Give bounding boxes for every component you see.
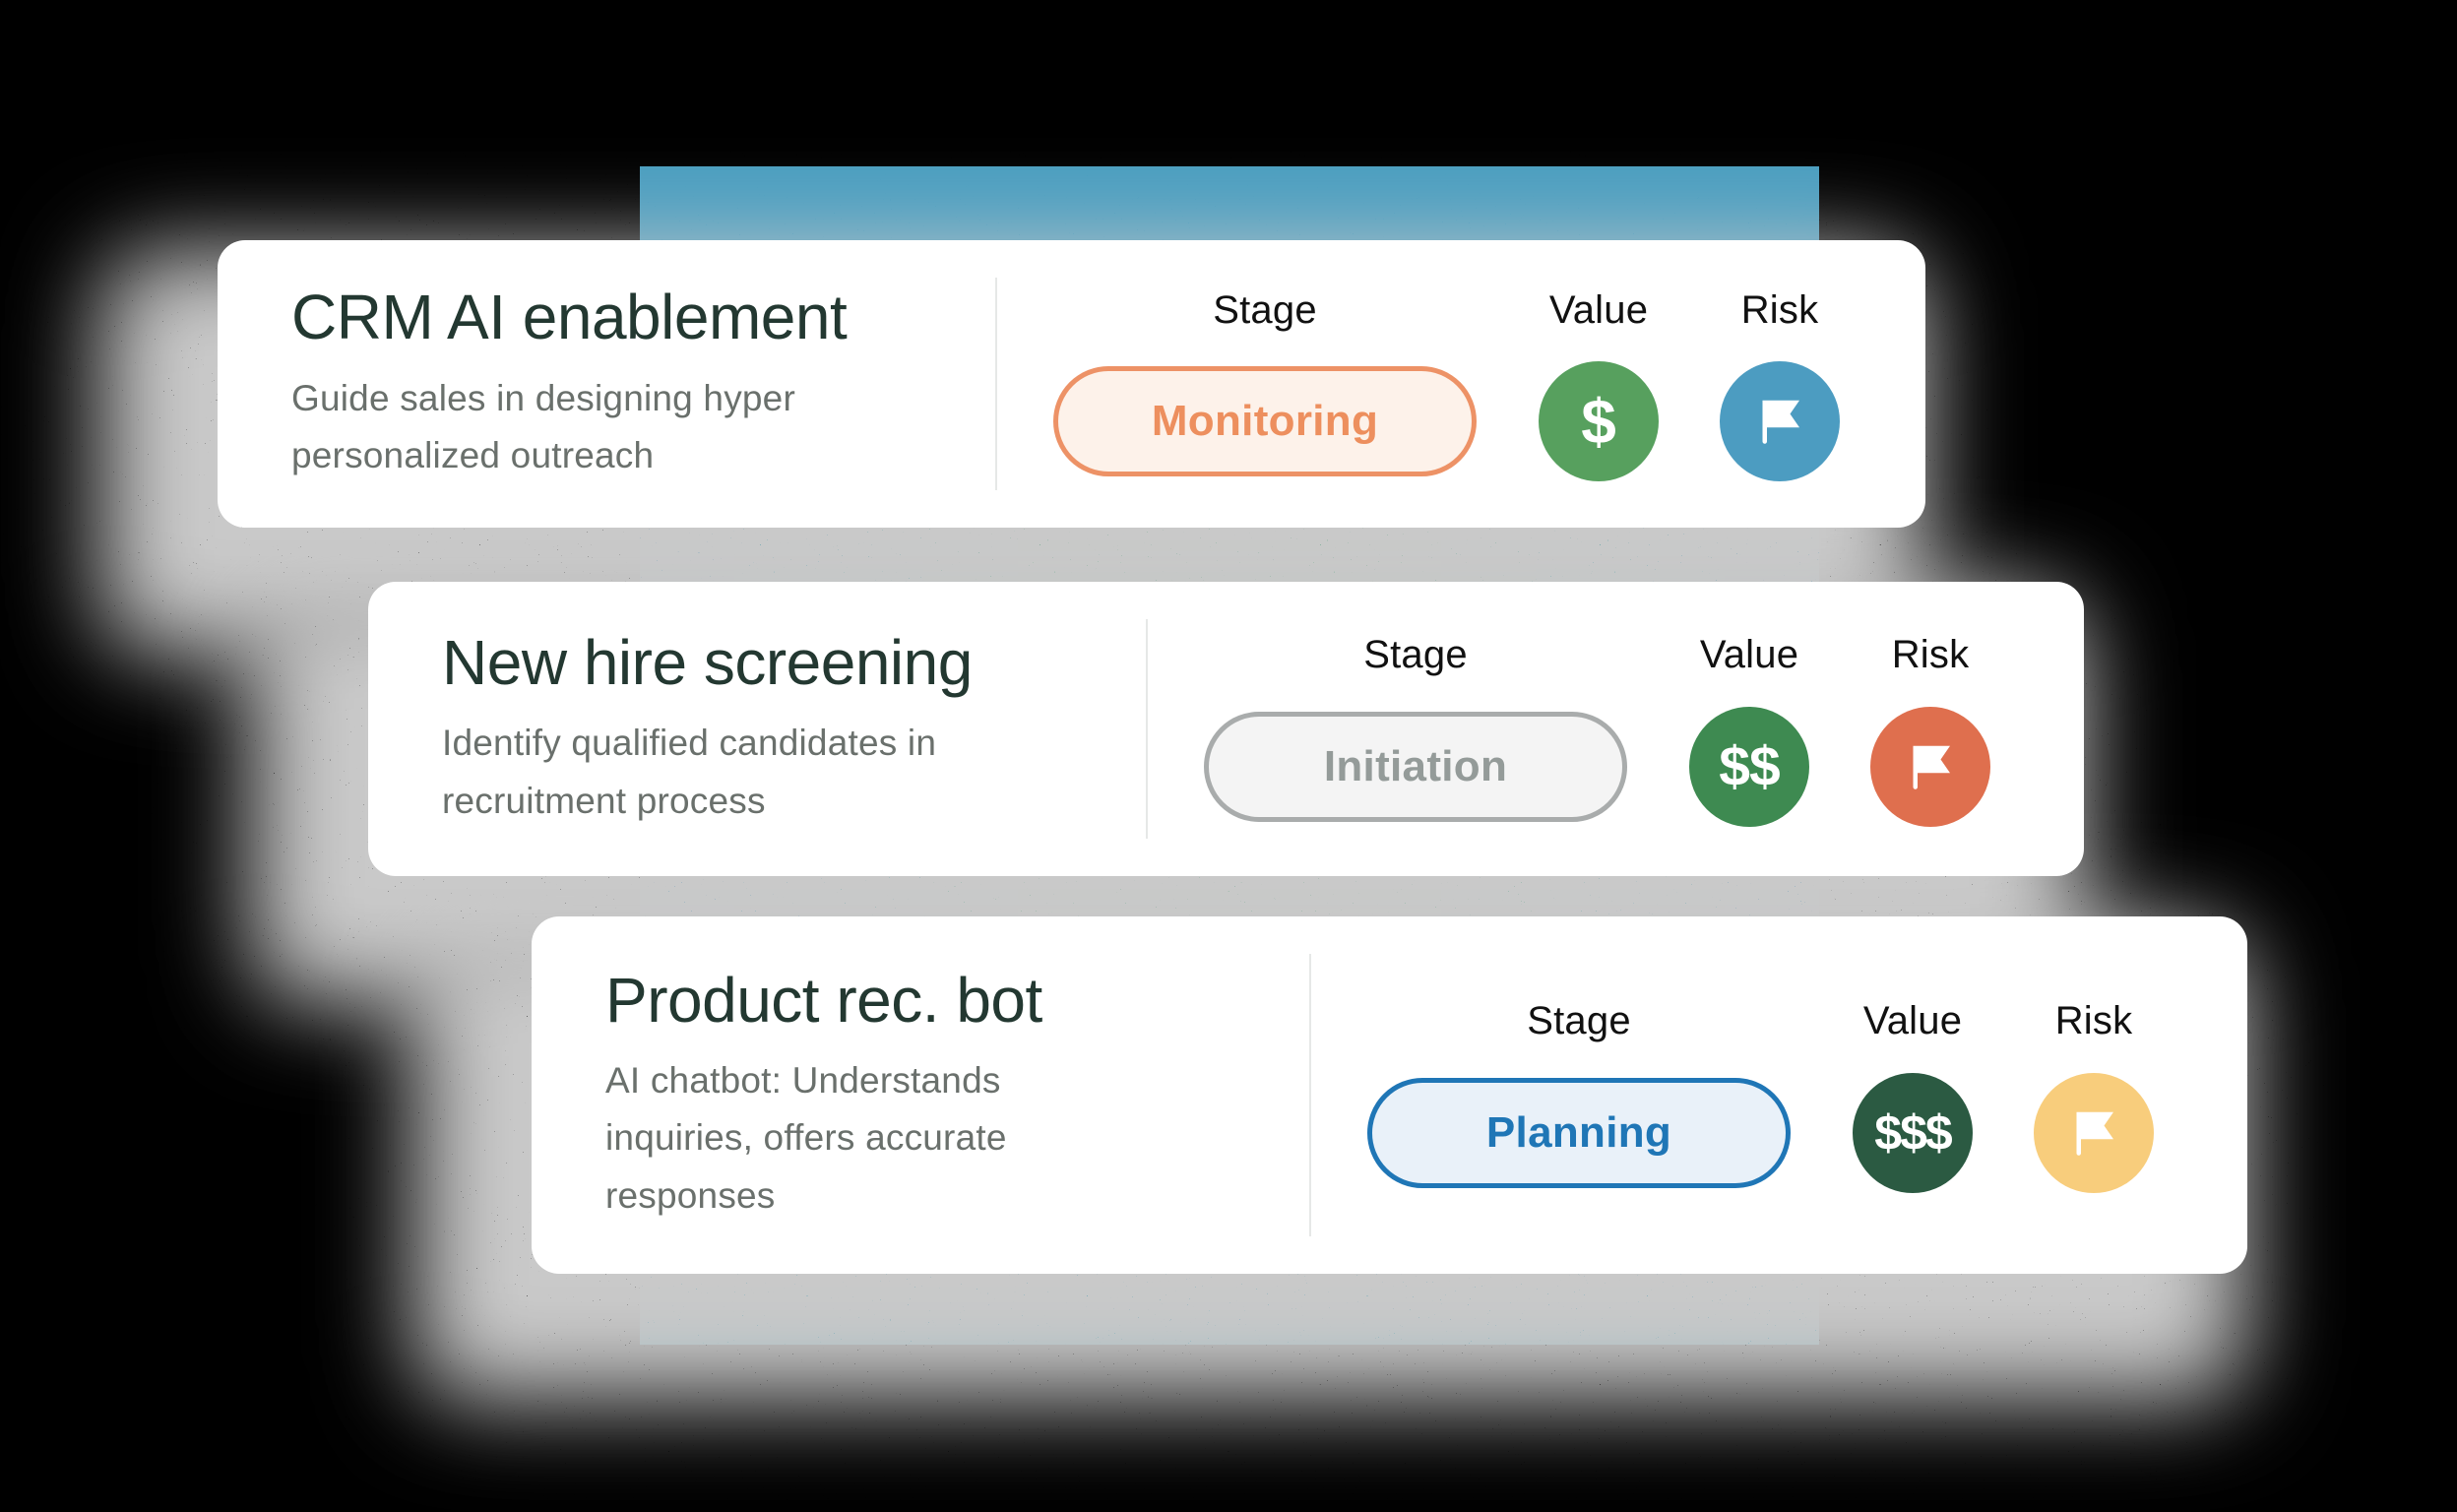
card-text-block: CRM AI enablement Guide sales in designi… — [291, 240, 921, 528]
card-metrics: Stage Value Risk Initiation $$ — [1199, 582, 1994, 876]
card-description: AI chatbot: Understands inquiries, offer… — [605, 1060, 1007, 1216]
stage-column-label: Stage — [1363, 633, 1468, 676]
stage-column-label: Stage — [1527, 999, 1631, 1042]
risk-column-label: Risk — [1740, 287, 1819, 332]
value-column-label: Value — [1548, 287, 1649, 332]
stage-badge: Monitoring — [1053, 366, 1477, 476]
value-badge: $$$ — [1853, 1072, 1973, 1193]
card-description: Guide sales in designing hyper personali… — [291, 377, 795, 476]
risk-badge — [1720, 361, 1840, 481]
card-metrics: Stage Value Risk Monitoring $ — [1048, 240, 1844, 528]
flag-icon — [1913, 745, 1950, 789]
vertical-divider — [1146, 619, 1148, 839]
vertical-divider — [995, 278, 997, 490]
card-title: New hire screening — [442, 626, 973, 698]
risk-badge — [2034, 1072, 2154, 1193]
value-badge: $$ — [1689, 706, 1809, 827]
risk-column-label: Risk — [2054, 999, 2133, 1042]
flag-icon — [2076, 1111, 2113, 1156]
value-badge: $ — [1539, 361, 1659, 481]
value-column-label: Value — [1862, 999, 1963, 1042]
card-text-block: Product rec. bot AI chatbot: Understands… — [605, 916, 1157, 1274]
card-title: CRM AI enablement — [291, 282, 848, 353]
stage-column-label: Stage — [1213, 287, 1317, 332]
vertical-divider — [1309, 954, 1311, 1236]
risk-badge — [1870, 706, 1990, 827]
card-text-block: New hire screening Identify qualified ca… — [442, 582, 1072, 876]
project-card: Product rec. bot AI chatbot: Understands… — [532, 916, 2247, 1274]
stage-badge: Initiation — [1204, 711, 1627, 822]
risk-column-label: Risk — [1891, 633, 1970, 676]
card-title: Product rec. bot — [605, 964, 1042, 1036]
card-description: Identify qualified candidates in recruit… — [442, 723, 937, 821]
flag-icon — [1762, 400, 1799, 444]
card-metrics: Stage Value Risk Planning $$$ — [1362, 916, 2158, 1274]
project-card: New hire screening Identify qualified ca… — [368, 582, 2084, 876]
project-card: CRM AI enablement Guide sales in designi… — [218, 240, 1925, 528]
value-column-label: Value — [1699, 633, 1799, 676]
stage-badge: Planning — [1367, 1077, 1791, 1188]
